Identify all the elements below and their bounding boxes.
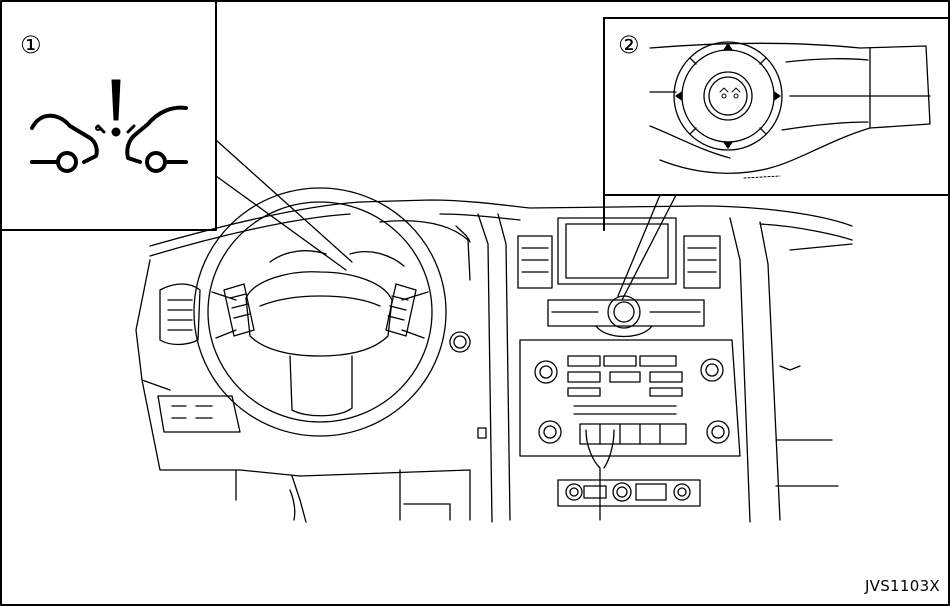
inset-controller	[603, 17, 950, 231]
figure-code: JVS1103X	[864, 577, 940, 595]
leader-line-2b	[617, 194, 661, 297]
dashboard-outline	[135, 199, 853, 523]
forward-collision-warning-icon	[30, 79, 188, 173]
callout-1-label: ①	[20, 31, 42, 59]
leader-line-1	[215, 139, 353, 263]
steering-wheel	[193, 187, 447, 437]
leader-line-2	[621, 194, 677, 301]
multi-function-controller-icon	[649, 41, 931, 179]
inset-warning-indicator	[0, 0, 217, 231]
callout-2-label: ②	[618, 31, 640, 59]
center-console	[477, 213, 853, 523]
